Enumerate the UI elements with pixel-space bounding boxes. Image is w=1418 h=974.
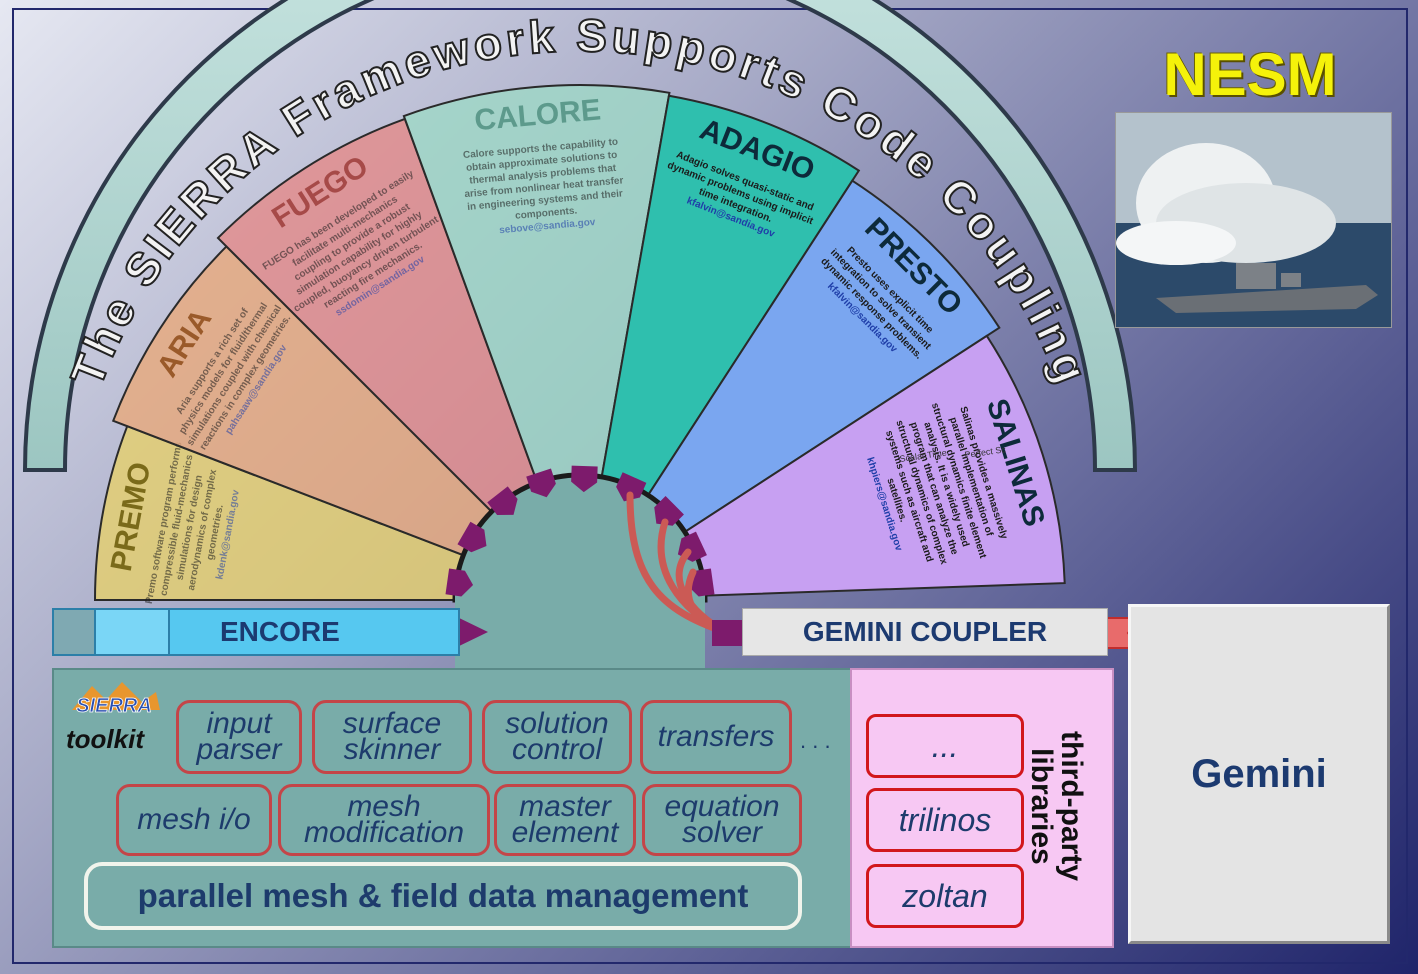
hub-connector [526, 468, 556, 498]
module-line: control [511, 733, 603, 766]
gemini-box: Gemini [1128, 604, 1390, 944]
module-mesh-modification: mesh modification [278, 784, 490, 856]
toolkit-ellipsis: . . . [800, 728, 831, 753]
sierra-logo: SIERRA [66, 680, 162, 724]
coupler-connector [712, 620, 742, 646]
module-line: surface [342, 707, 442, 740]
module-line: element [511, 816, 619, 849]
library-zoltan: zoltan [866, 864, 1024, 928]
encore-segment-2 [96, 610, 170, 654]
hub-connector [571, 465, 598, 493]
module-line: input [206, 707, 272, 740]
hub-connector [616, 472, 647, 502]
hub-connector [457, 521, 487, 553]
ship-shock-test-photo [1115, 112, 1392, 328]
hub-connector [654, 496, 684, 526]
module-input-parser: input parser [176, 700, 302, 774]
slide-frame [12, 8, 1408, 964]
module-line: mesh [347, 790, 421, 823]
module-mesh-io: mesh i/o [116, 784, 272, 856]
third-party-label: third-party libraries [1025, 731, 1088, 881]
module-line: parser [196, 733, 282, 766]
sierra-logo-text: SIERRA [76, 695, 152, 717]
module-line: skinner [343, 733, 441, 766]
encore-bar: ENCORE [52, 608, 460, 656]
module-line: equation [664, 790, 780, 823]
module-transfers: transfers [640, 700, 792, 774]
toolkit-label: toolkit [66, 724, 144, 754]
module-equation-solver: equation solver [642, 784, 802, 856]
encore-segment-1 [54, 610, 96, 654]
nesm-title: NESM [1163, 41, 1337, 108]
module-line: solver [681, 816, 763, 849]
module-line: master [519, 790, 611, 823]
module-line: solution [505, 707, 609, 740]
encore-label: ENCORE [220, 616, 340, 647]
gemini-coupler-bar: GEMINI COUPLER [742, 608, 1108, 656]
module-surface-skinner: surface skinner [312, 700, 472, 774]
wedge-description-line: components. [515, 205, 578, 221]
module-line: modification [303, 816, 465, 849]
encore-connector [455, 616, 488, 648]
hub-connector [445, 568, 474, 597]
module-solution-control: solution control [482, 700, 632, 774]
arc-title-band [22, 0, 1138, 472]
module-line: mesh i/o [137, 803, 251, 836]
data-management-box: parallel mesh & field data management [84, 862, 802, 930]
module-master-element: master element [494, 784, 636, 856]
module-line: transfers [657, 720, 775, 753]
hub-connector [487, 486, 518, 516]
library-ellipsis: ... [866, 714, 1024, 778]
library-trilinos: trilinos [866, 788, 1024, 852]
